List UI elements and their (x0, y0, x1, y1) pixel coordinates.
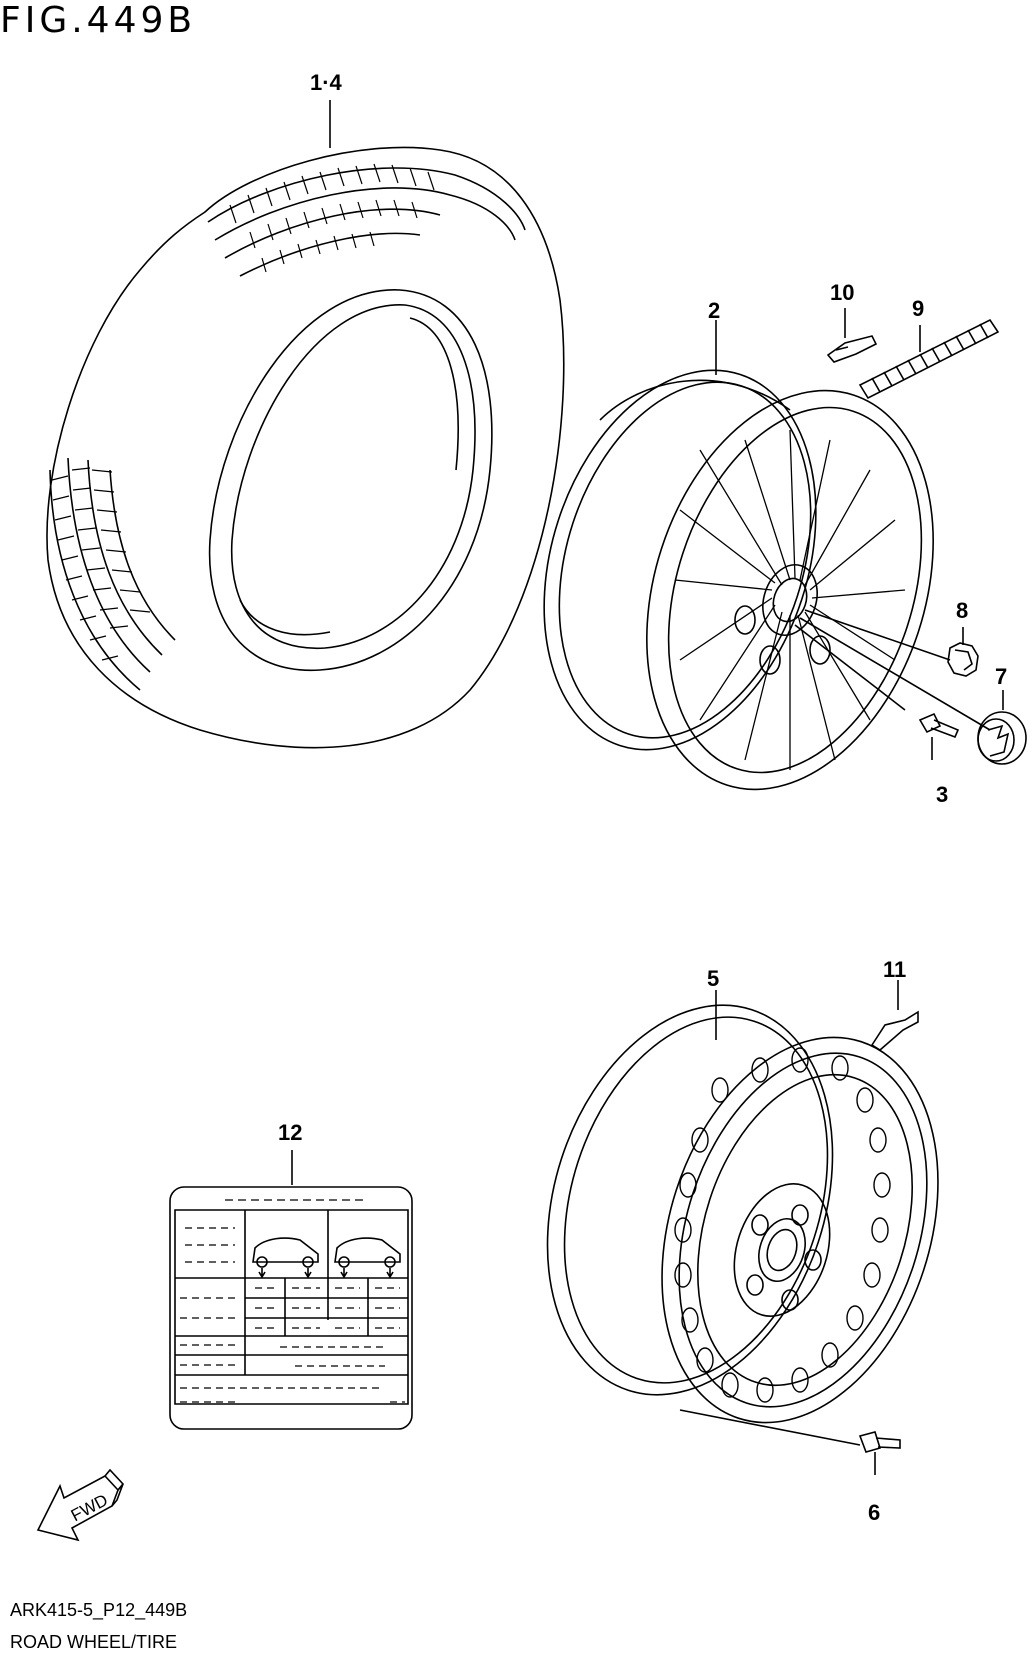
valve-3-drawing (920, 714, 958, 760)
valve-6-drawing (860, 1432, 900, 1475)
center-cap-drawing (978, 690, 1026, 764)
callout-8: 8 (956, 598, 969, 623)
balance-weight-11-drawing (872, 980, 918, 1050)
callout-6: 6 (868, 1500, 881, 1525)
alloy-wheel-drawing (498, 320, 990, 827)
tire-drawing (47, 100, 564, 748)
callout-5: 5 (707, 966, 720, 991)
drawing-code: ARK415-5_P12_449B (10, 1600, 188, 1620)
balance-weight-9-drawing (860, 320, 998, 398)
callout-10: 10 (830, 280, 855, 305)
steel-wheel-drawing (500, 968, 985, 1458)
callout-7: 7 (995, 664, 1008, 689)
drawing-name: ROAD WHEEL/TIRE (10, 1632, 178, 1652)
callout-12: 12 (278, 1120, 303, 1145)
callout-11: 11 (883, 957, 907, 982)
callout-2: 2 (708, 298, 721, 323)
callout-1-4: 1·4 (310, 70, 342, 95)
balance-weight-10-drawing (828, 308, 876, 362)
fwd-arrow-icon: FWD (38, 1470, 123, 1540)
tire-label-drawing (170, 1150, 412, 1429)
callout-9: 9 (912, 296, 925, 321)
figure-title: FIG.449B (0, 0, 197, 41)
callout-3: 3 (936, 782, 949, 807)
wheel-nut-drawing (948, 627, 978, 676)
